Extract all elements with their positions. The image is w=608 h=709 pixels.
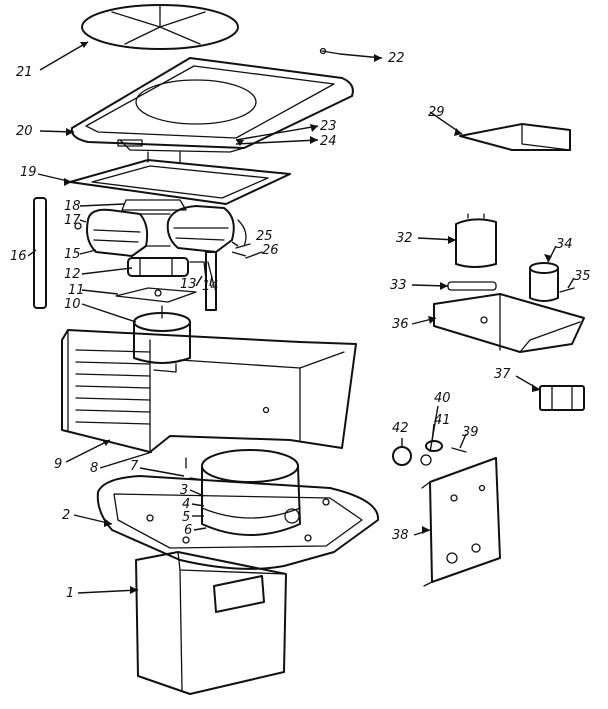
- part-front-housing: [135, 551, 287, 695]
- part-valve-assembly: [127, 251, 217, 311]
- part-clip: [235, 243, 263, 259]
- callout-14: 14: [202, 279, 219, 294]
- callout-8: 8: [90, 461, 98, 476]
- callout-41: 41: [434, 413, 451, 428]
- callout-35: 35: [574, 269, 591, 284]
- callout-25: 25: [256, 229, 273, 244]
- callout-36: 36: [392, 317, 409, 332]
- callout-24: 24: [320, 134, 337, 149]
- callout-19: 19: [20, 165, 37, 180]
- part-terminal-block: [539, 385, 585, 411]
- callout-9: 9: [54, 457, 62, 472]
- part-bracket: [459, 123, 571, 151]
- callout-38: 38: [392, 528, 409, 543]
- callout-39: 39: [462, 425, 479, 440]
- part-base-pan: [96, 475, 380, 570]
- part-side-bar: [33, 197, 47, 309]
- part-relay: [529, 262, 575, 302]
- part-gasket-plate: [69, 151, 291, 205]
- part-strap: [447, 281, 497, 291]
- callout-20: 20: [16, 124, 33, 139]
- part-evaporator-coil: [74, 199, 247, 257]
- callout-34: 34: [556, 237, 573, 252]
- callout-10: 10: [64, 297, 81, 312]
- callout-5: 5: [182, 510, 190, 525]
- callout-16: 16: [10, 249, 27, 264]
- callout-29: 29: [428, 105, 445, 120]
- callout-17: 17: [64, 213, 81, 228]
- callout-22: 22: [388, 51, 405, 66]
- callout-32: 32: [396, 231, 413, 246]
- callout-37: 37: [494, 367, 511, 382]
- callout-26: 26: [262, 243, 279, 258]
- part-control-panel: [421, 457, 501, 587]
- callout-18: 18: [64, 199, 81, 214]
- callout-23: 23: [320, 119, 337, 134]
- callout-13: 13: [180, 277, 197, 292]
- callout-21: 21: [16, 65, 33, 80]
- part-condenser: [61, 329, 357, 453]
- callout-labels: 21 22 20 23 24 19 18 17 16 15 25 26 12 1…: [10, 51, 591, 601]
- part-control-bracket: [433, 293, 585, 353]
- part-compressor: [185, 449, 301, 536]
- leader-lines: [27, 41, 575, 594]
- callout-33: 33: [390, 278, 407, 293]
- callout-42: 42: [392, 421, 409, 436]
- callout-2: 2: [62, 508, 70, 523]
- leader-arrowheads: [64, 42, 552, 594]
- part-screw: [319, 47, 341, 55]
- callout-11: 11: [68, 283, 85, 298]
- part-washer: [115, 287, 197, 303]
- callout-40: 40: [434, 391, 451, 406]
- callout-6: 6: [184, 523, 192, 538]
- callout-1: 1: [66, 586, 74, 601]
- part-top-cover: [70, 57, 354, 153]
- callout-12: 12: [64, 267, 81, 282]
- callout-15: 15: [64, 247, 81, 262]
- part-capacitor: [455, 213, 497, 268]
- part-knobs: [392, 440, 467, 466]
- part-top-tray: [81, 4, 239, 50]
- callout-7: 7: [130, 459, 139, 474]
- callout-3: 3: [180, 483, 188, 498]
- callout-4: 4: [182, 497, 190, 512]
